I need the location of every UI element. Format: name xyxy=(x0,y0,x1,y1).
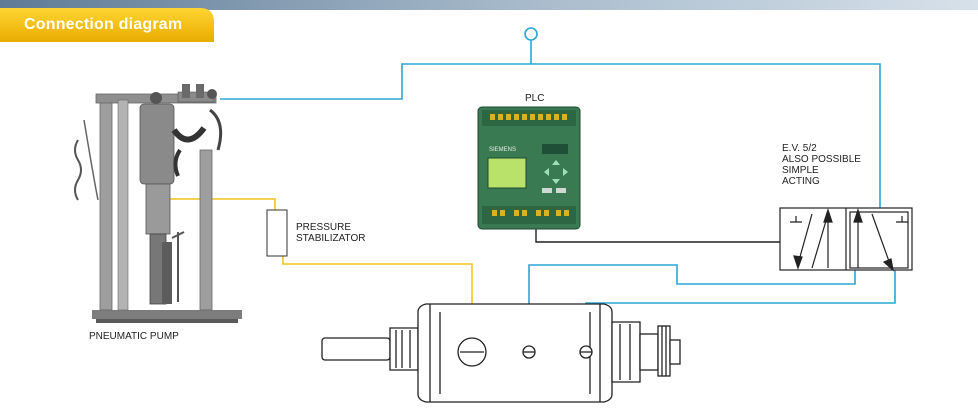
stabilizer-label-line-2: STABILIZATOR xyxy=(296,233,366,244)
plc-screen xyxy=(487,157,527,189)
valve-label: E.V. 5/2 ALSO POSSIBLE SIMPLE ACTING xyxy=(782,143,861,187)
pressure-stabilizer xyxy=(266,209,288,257)
section-tag-shape xyxy=(0,8,214,42)
plc-brand: SIEMENS xyxy=(489,147,516,153)
valve-label-line-1: E.V. 5/2 xyxy=(782,143,817,154)
electric-line xyxy=(535,229,780,243)
pneumatic-pump xyxy=(74,84,242,323)
pump-label: PNEUMATIC PUMP xyxy=(89,331,179,342)
air-vent-port xyxy=(524,27,538,41)
valve-label-line-3: SIMPLE xyxy=(782,165,819,176)
valve-label-line-4: ACTING xyxy=(782,176,820,187)
page-title: Connection diagram xyxy=(24,16,183,33)
valve-label-line-2: ALSO POSSIBLE xyxy=(782,154,861,165)
actuator-cylinder xyxy=(321,303,681,403)
header-bar xyxy=(0,0,978,10)
plc-unit: SIEMENS xyxy=(477,106,581,230)
solenoid-valve xyxy=(779,207,913,272)
signal-line-pump xyxy=(162,198,276,210)
plc-label: PLC xyxy=(525,93,545,104)
stabilizer-label: PRESSURE STABILIZATOR xyxy=(296,222,365,244)
air-line-port-1 xyxy=(528,264,856,345)
air-line-main xyxy=(220,63,881,210)
stabilizer-label-line-1: PRESSURE xyxy=(296,222,352,233)
section-tag: Connection diagram xyxy=(0,8,216,42)
